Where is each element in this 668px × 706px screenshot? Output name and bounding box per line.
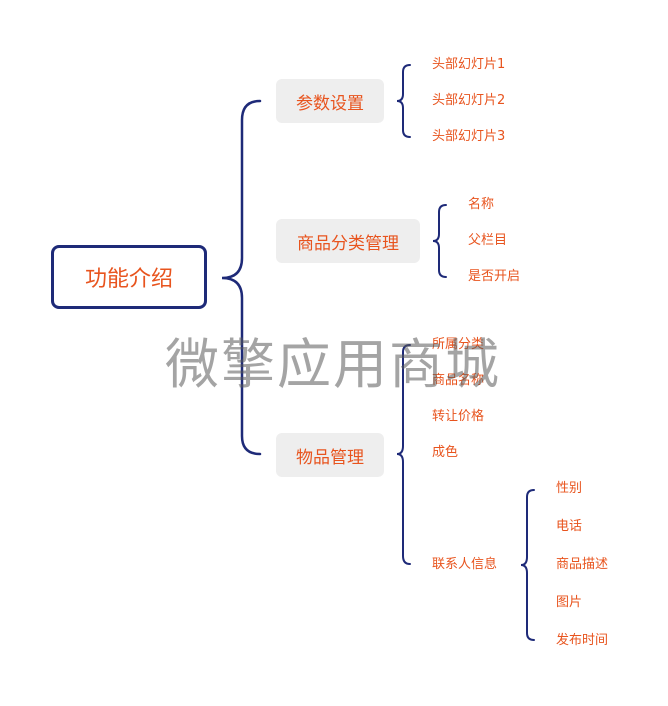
brace-contact: [520, 489, 535, 641]
leaf-price: 转让价格: [432, 409, 485, 424]
leaf-condition: 成色: [432, 445, 459, 460]
watermark: 微擎应用商城: [165, 333, 501, 396]
leaf-phone: 电话: [556, 519, 583, 534]
leaf-enabled: 是否开启: [468, 269, 521, 284]
node-category-label: 商品分类管理: [297, 233, 399, 254]
leaf-slide-2: 头部幻灯片2: [432, 93, 506, 108]
brace-params: [396, 64, 411, 138]
node-category-management: 商品分类管理: [276, 219, 420, 263]
leaf-publish-time: 发布时间: [556, 633, 609, 648]
leaf-slide-1: 头部幻灯片1: [432, 57, 506, 72]
root-label: 功能介绍: [84, 267, 173, 292]
leaf-parent-column: 父栏目: [468, 233, 508, 248]
node-items-label: 物品管理: [296, 447, 364, 468]
brace-category: [432, 204, 447, 278]
leaf-gender: 性别: [556, 481, 583, 496]
leaf-name: 名称: [468, 197, 495, 212]
root-brace: [221, 99, 262, 456]
leaf-product-name: 商品名称: [432, 373, 485, 388]
leaf-category: 所属分类: [432, 337, 485, 352]
node-item-management: 物品管理: [276, 433, 384, 477]
leaf-slide-3: 头部幻灯片3: [432, 129, 506, 144]
node-params-label: 参数设置: [296, 93, 364, 114]
leaf-description: 商品描述: [556, 557, 609, 572]
root-node: 功能介绍: [51, 245, 207, 309]
node-params: 参数设置: [276, 79, 384, 123]
brace-items: [396, 344, 411, 565]
leaf-contact-info: 联系人信息: [432, 557, 498, 572]
leaf-image: 图片: [556, 595, 583, 610]
